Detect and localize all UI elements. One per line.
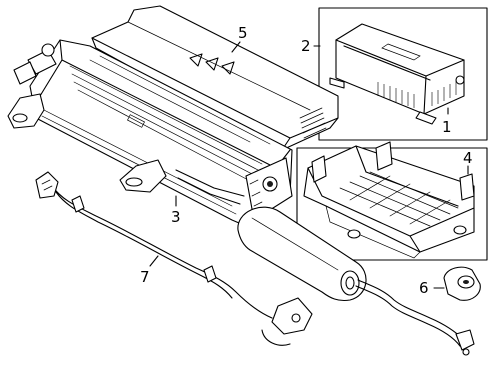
callout-3: 3 <box>171 208 181 226</box>
inset-box-module <box>318 7 488 141</box>
sensor-cable <box>355 279 475 356</box>
callout-1: 1 <box>442 118 452 136</box>
battery-pack-assembly <box>7 39 293 227</box>
inset-box-tray <box>296 147 488 261</box>
callout-4: 4 <box>463 149 473 167</box>
control-module <box>329 23 465 125</box>
connector-part <box>443 266 481 301</box>
callout-6: 6 <box>419 279 429 297</box>
callout-2: 2 <box>301 37 311 55</box>
battery-tray <box>303 141 475 259</box>
leader-lines <box>149 41 469 289</box>
callout-5: 5 <box>238 24 248 42</box>
wiring-harness <box>35 171 313 346</box>
air-duct <box>237 206 367 302</box>
callout-7: 7 <box>140 268 150 286</box>
